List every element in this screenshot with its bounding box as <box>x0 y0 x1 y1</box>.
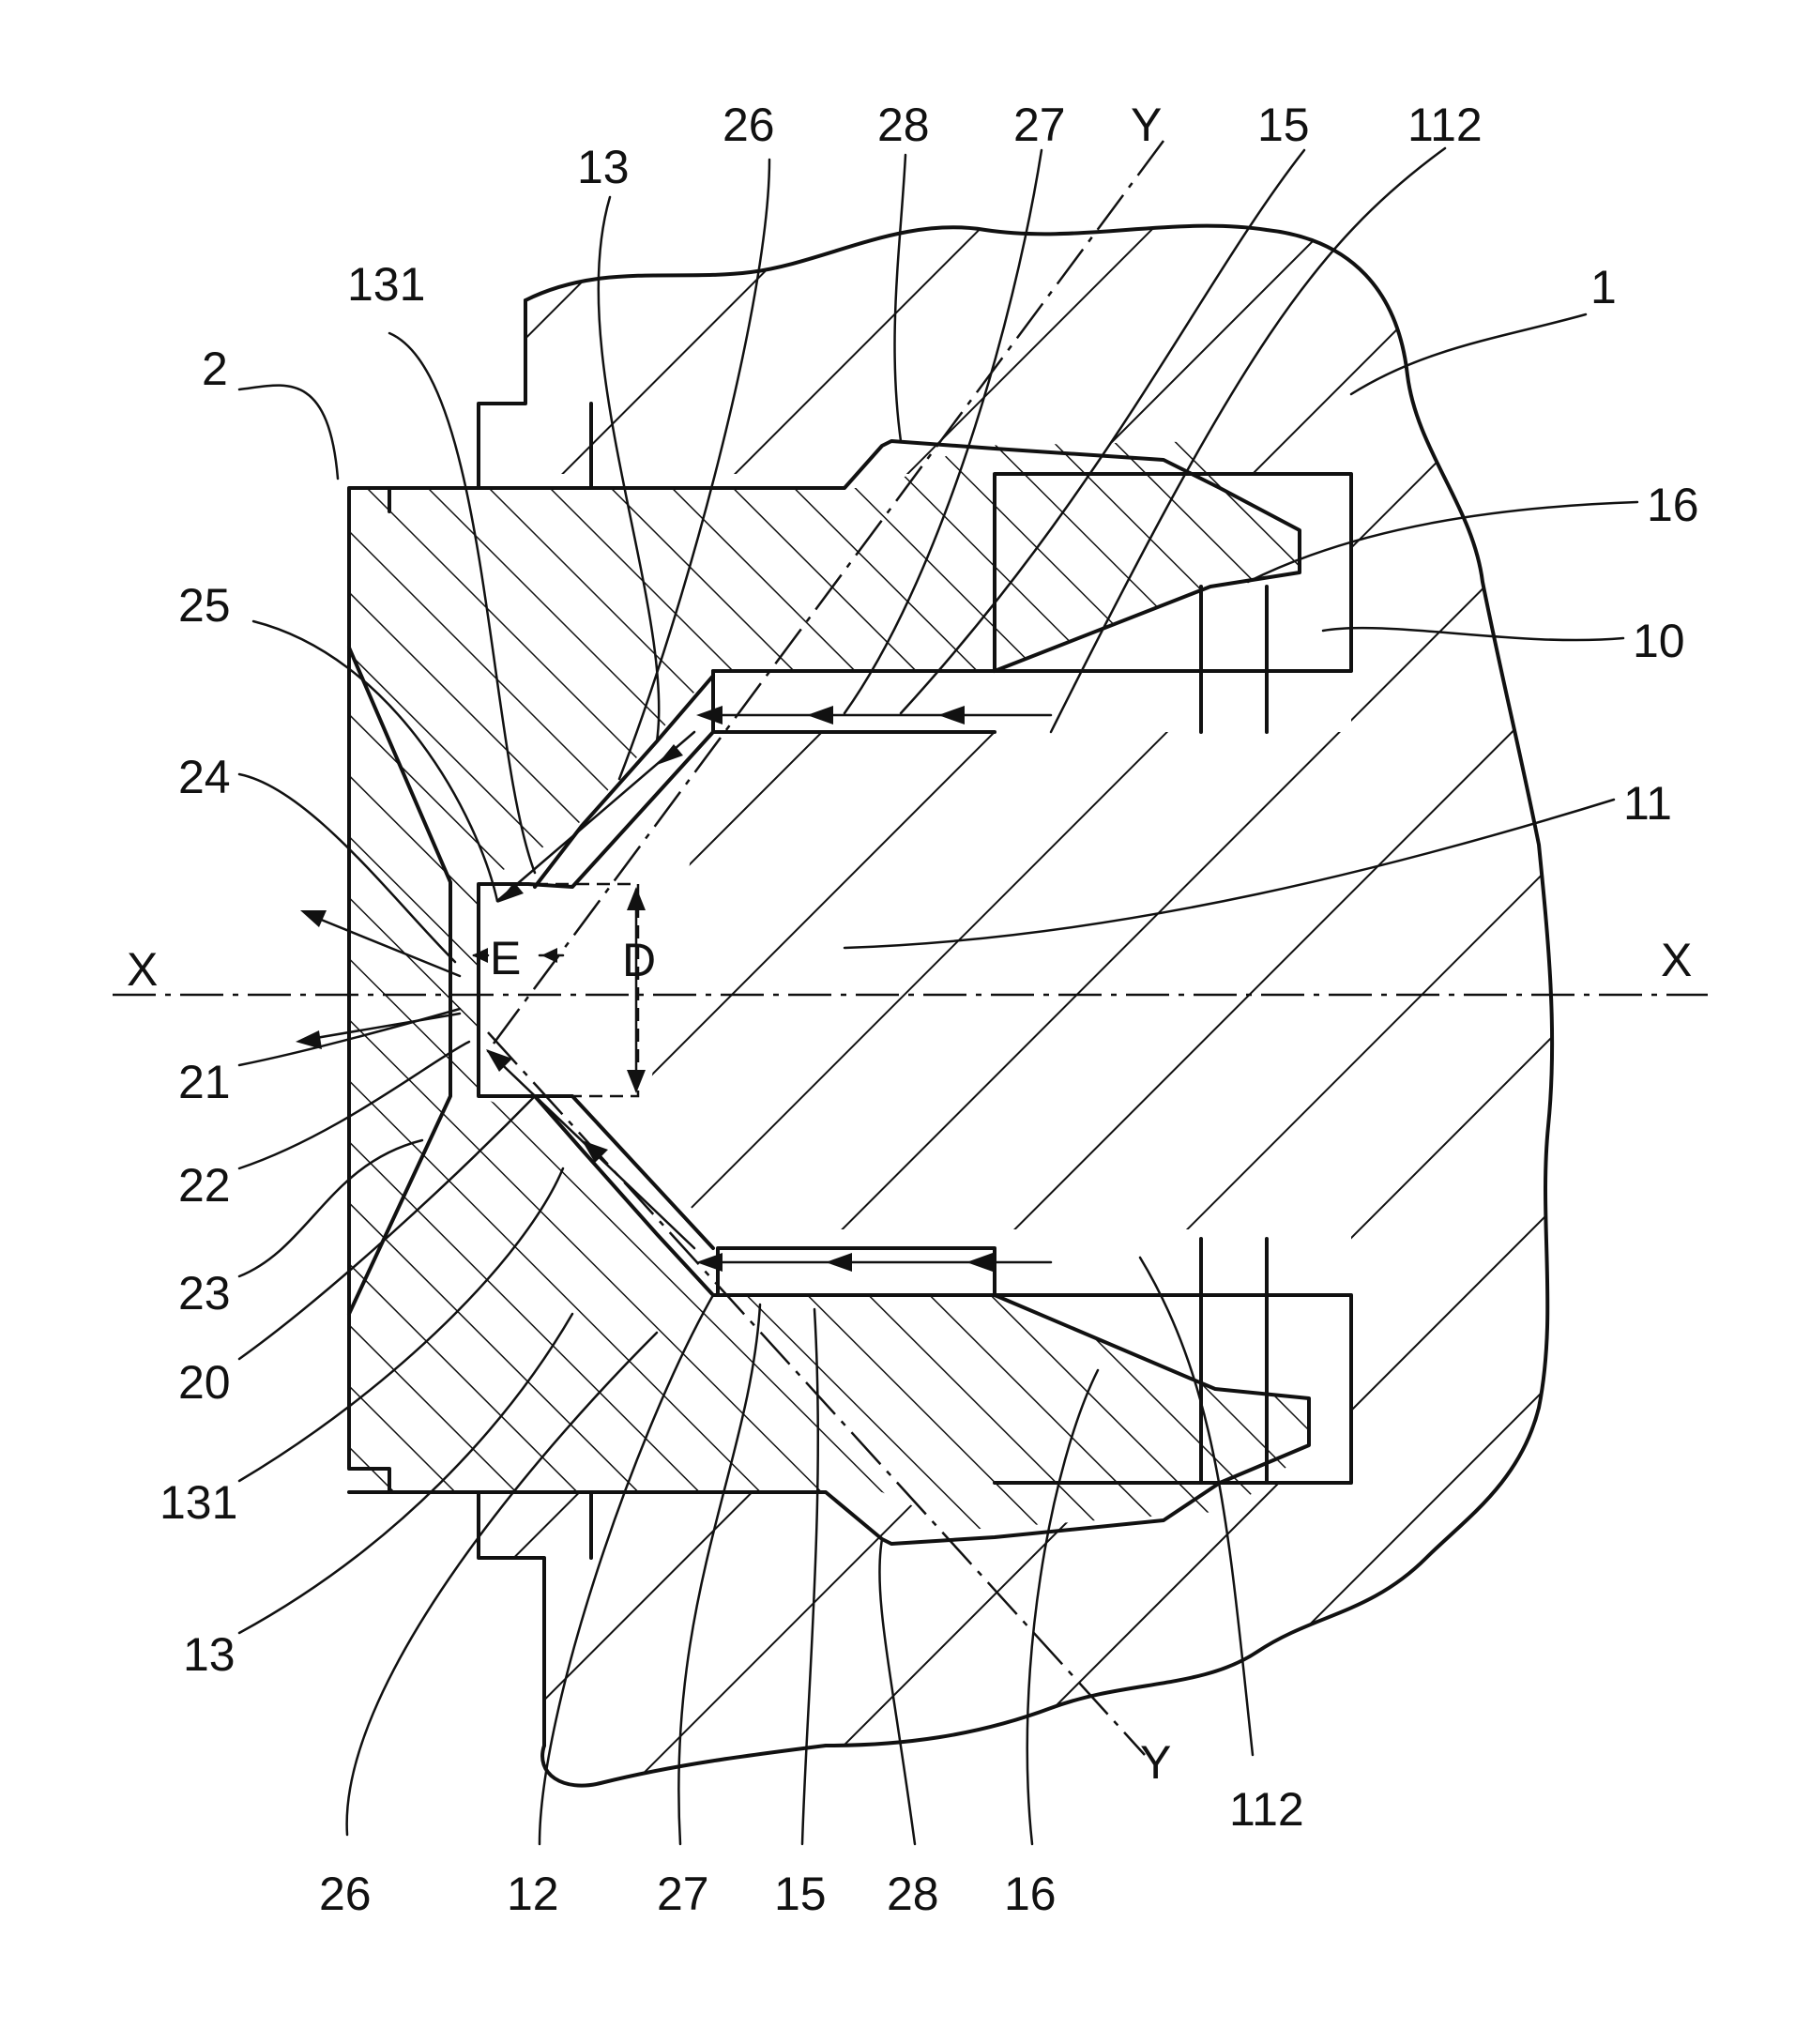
label-16-bottom: 16 <box>1004 1868 1057 1920</box>
label-13-bottom: 13 <box>183 1628 236 1681</box>
label-y-top: Y <box>1131 99 1162 151</box>
label-112-top: 112 <box>1407 99 1483 151</box>
label-22: 22 <box>178 1159 231 1212</box>
label-y-bottom: Y <box>1140 1736 1171 1789</box>
label-11: 11 <box>1623 777 1672 830</box>
label-12: 12 <box>507 1868 559 1920</box>
label-26-bottom: 26 <box>319 1868 372 1920</box>
label-21: 21 <box>178 1056 231 1108</box>
label-16: 16 <box>1647 479 1699 531</box>
label-131-top: 131 <box>347 258 425 311</box>
label-112-bottom: 112 <box>1229 1783 1304 1836</box>
label-23: 23 <box>178 1267 231 1319</box>
label-x-right: X <box>1661 934 1692 986</box>
label-27-bottom: 27 <box>657 1868 709 1920</box>
label-28-top: 28 <box>877 99 930 151</box>
label-d: D <box>622 934 656 986</box>
label-15-top: 15 <box>1257 99 1310 151</box>
label-e: E <box>490 932 521 984</box>
label-1: 1 <box>1590 261 1617 313</box>
label-131-bottom: 131 <box>160 1476 237 1529</box>
label-26-top: 26 <box>723 99 775 151</box>
label-25: 25 <box>178 579 231 632</box>
label-28-bottom: 28 <box>887 1868 939 1920</box>
label-20: 20 <box>178 1356 231 1409</box>
label-x-left: X <box>127 943 158 996</box>
label-2: 2 <box>202 343 228 395</box>
label-27-top: 27 <box>1013 99 1066 151</box>
label-15-bottom: 15 <box>774 1868 827 1920</box>
label-13-top: 13 <box>577 141 630 193</box>
label-10: 10 <box>1633 615 1685 667</box>
label-24: 24 <box>178 751 231 803</box>
